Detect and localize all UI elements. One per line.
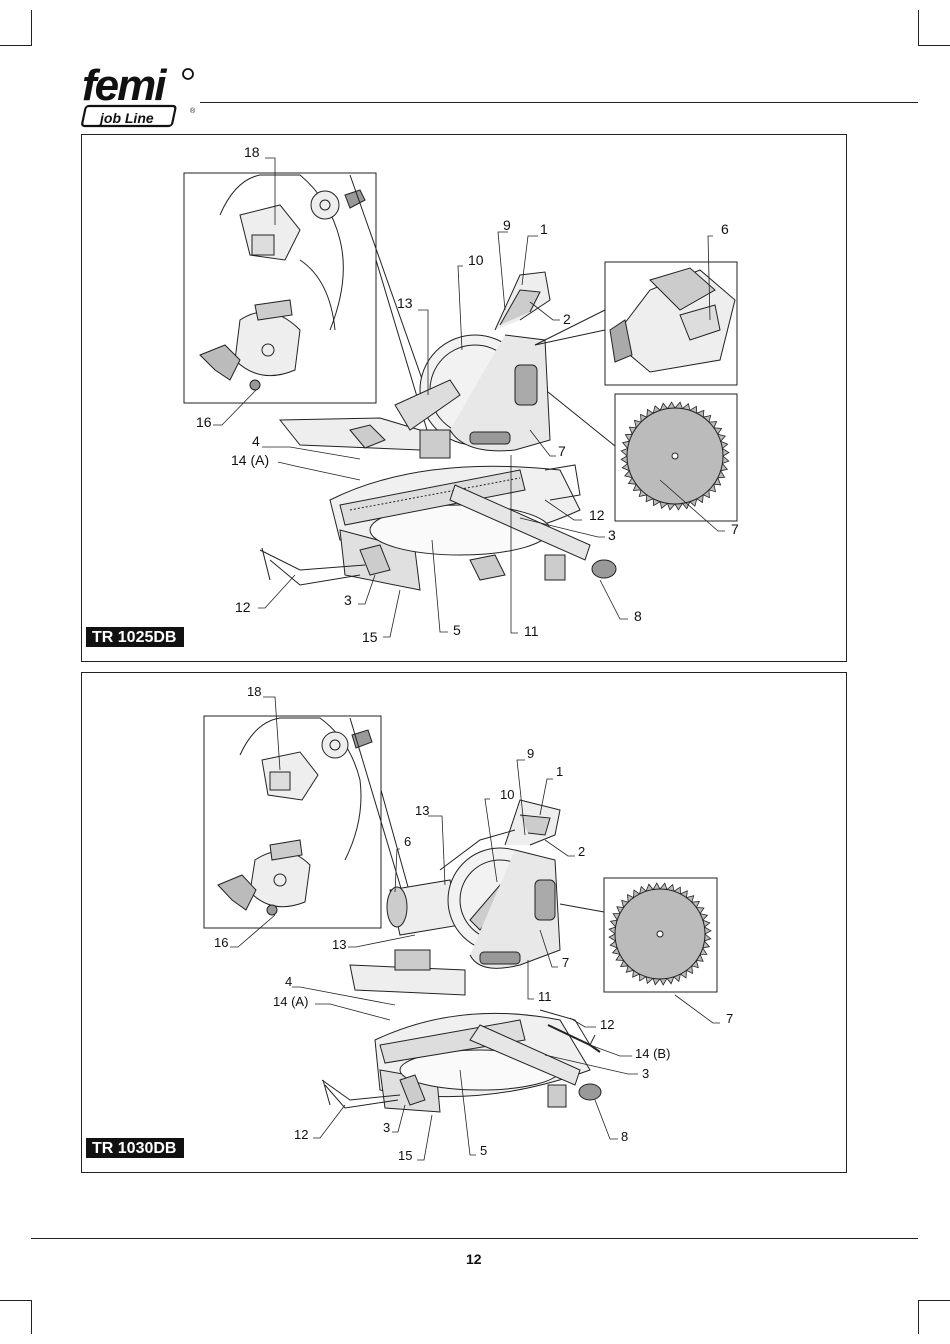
callout-14b: 14 (B) <box>635 1047 670 1060</box>
callout-14a: 14 (A) <box>273 995 308 1008</box>
callout-8: 8 <box>621 1130 628 1143</box>
crop-mark-br-h <box>918 1300 950 1301</box>
callout-13-bottom: 13 <box>332 938 346 951</box>
crop-mark-bl-h <box>0 1300 32 1301</box>
callout-9: 9 <box>527 747 534 760</box>
callout-13-top: 13 <box>415 804 429 817</box>
callout-11: 11 <box>538 990 552 1003</box>
callout-16: 16 <box>214 936 228 949</box>
crop-mark-bl-v <box>31 1300 32 1334</box>
footer-rule <box>31 1238 918 1239</box>
callout-7-blade: 7 <box>726 1012 733 1025</box>
callout-10: 10 <box>500 788 514 801</box>
page-number: 12 <box>466 1251 482 1267</box>
callout-18: 18 <box>247 685 261 698</box>
callout-3-right: 3 <box>642 1067 649 1080</box>
callout-7-saw: 7 <box>562 956 569 969</box>
callout-1: 1 <box>556 765 563 778</box>
callout-4: 4 <box>285 975 292 988</box>
callout-15: 15 <box>398 1149 412 1162</box>
callout-2: 2 <box>578 845 585 858</box>
callout-5: 5 <box>480 1144 487 1157</box>
callout-12-right: 12 <box>600 1018 614 1031</box>
figure-2-drawing <box>0 0 950 1200</box>
crop-mark-br-v <box>918 1300 919 1334</box>
callout-12-left: 12 <box>294 1128 308 1141</box>
model-label-tr1030db: TR 1030DB <box>86 1138 184 1158</box>
callout-3-left: 3 <box>383 1121 390 1134</box>
callout-6: 6 <box>404 835 411 848</box>
